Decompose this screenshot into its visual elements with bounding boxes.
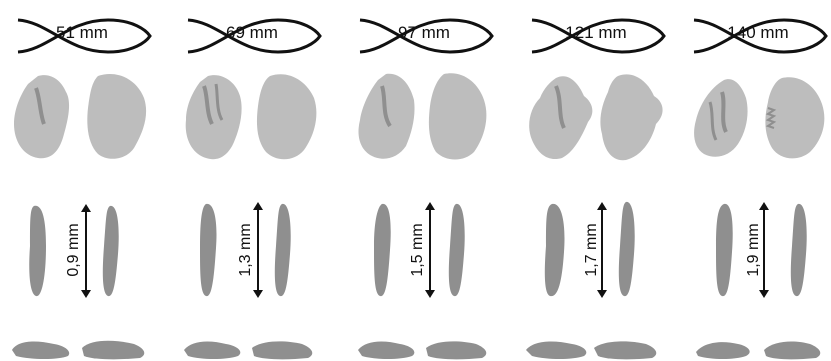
otolith-side-view — [684, 198, 831, 302]
specimen-column-4: 121 mm 1,7 mm — [522, 0, 672, 361]
specimen-column-2: 69 mm 1,3 mm — [178, 0, 328, 361]
specimen-column-1: 51 mm 0,9 mm — [8, 0, 158, 361]
otolith-ventral-view — [522, 334, 672, 361]
fish-length-label: 140 mm — [712, 22, 804, 44]
specimen-column-3: 97 mm 1,5 mm — [350, 0, 500, 361]
otolith-top-view — [522, 68, 672, 168]
otolith-side-view — [178, 198, 328, 302]
otolith-ventral-view — [684, 334, 831, 361]
otolith-top-view — [684, 68, 831, 168]
otolith-ventral-view — [350, 334, 500, 361]
fish-length-label: 51 mm — [36, 22, 128, 44]
otolith-side-view — [522, 198, 672, 302]
specimen-column-5: 140 mm 1,9 mm — [684, 0, 831, 361]
fish-length-label: 69 mm — [206, 22, 298, 44]
fish-length-label: 121 mm — [550, 22, 642, 44]
fish-length-label: 97 mm — [378, 22, 470, 44]
otolith-top-view — [8, 68, 158, 168]
otolith-side-view — [8, 198, 158, 302]
otolith-ventral-view — [178, 334, 328, 361]
otolith-ventral-view — [8, 334, 158, 361]
otolith-top-view — [178, 68, 328, 168]
otolith-top-view — [350, 68, 500, 168]
otolith-side-view — [350, 198, 500, 302]
